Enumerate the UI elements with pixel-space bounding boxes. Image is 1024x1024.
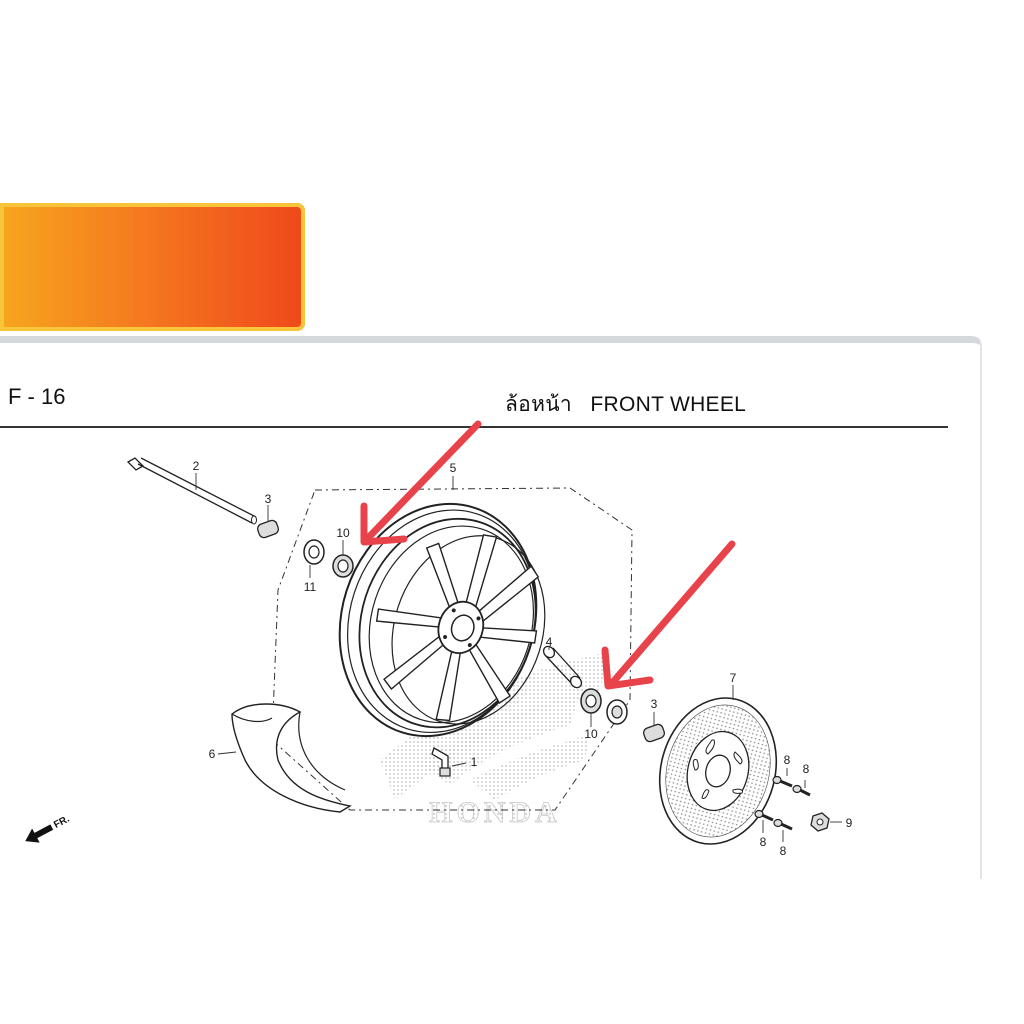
orange-banner (0, 203, 305, 331)
page-title: ล้อหน้า FRONT WHEEL (505, 388, 746, 421)
title-thai: ล้อหน้า (505, 393, 572, 416)
disc-bolt-3 (754, 809, 774, 822)
disc-bolt-1 (772, 775, 793, 788)
callout-1: 1 (471, 755, 478, 769)
dust-seal (303, 539, 325, 565)
axle-nut (810, 812, 830, 832)
page-code: F - 16 (8, 384, 66, 409)
honda-wing-watermark (380, 650, 610, 800)
callout-9: 9 (846, 816, 853, 830)
callout-8-b: 8 (803, 762, 810, 776)
collar-right (642, 723, 666, 743)
valve-stem (431, 747, 451, 777)
collar-left (256, 519, 280, 539)
red-arrow-bottom (601, 540, 736, 690)
callout-4: 4 (546, 635, 553, 649)
callout-5: 5 (450, 461, 457, 475)
disc-bolt-2 (792, 784, 811, 797)
distance-collar (542, 645, 583, 689)
dust-seal-right (606, 699, 628, 725)
red-arrow-top (360, 420, 482, 546)
callout-3-left: 3 (265, 492, 272, 506)
bearing-right (580, 688, 602, 714)
front-direction-marker: FR. (25, 814, 72, 843)
front-direction-label: FR. (52, 814, 72, 831)
assembly-outline (271, 487, 633, 811)
leader-lines (195, 473, 842, 842)
callout-3-right: 3 (651, 697, 658, 711)
callout-2: 2 (193, 459, 200, 473)
wheel-rim (338, 502, 546, 738)
callout-8-c: 8 (760, 835, 767, 849)
callout-6: 6 (209, 747, 216, 761)
callout-10-right: 10 (584, 727, 598, 741)
axle-part (126, 457, 257, 525)
callout-11: 11 (304, 580, 317, 594)
bearing-left (332, 554, 354, 578)
callout-8-d: 8 (780, 844, 787, 858)
callout-7: 7 (730, 671, 737, 685)
title-english: FRONT WHEEL (590, 393, 747, 416)
brake-disc (658, 697, 778, 845)
disc-bolt-4 (773, 818, 793, 831)
callout-10-left: 10 (336, 526, 350, 540)
callout-8-a: 8 (784, 753, 791, 767)
fender-part (231, 703, 352, 813)
honda-watermark-text: HONDA (429, 796, 561, 829)
